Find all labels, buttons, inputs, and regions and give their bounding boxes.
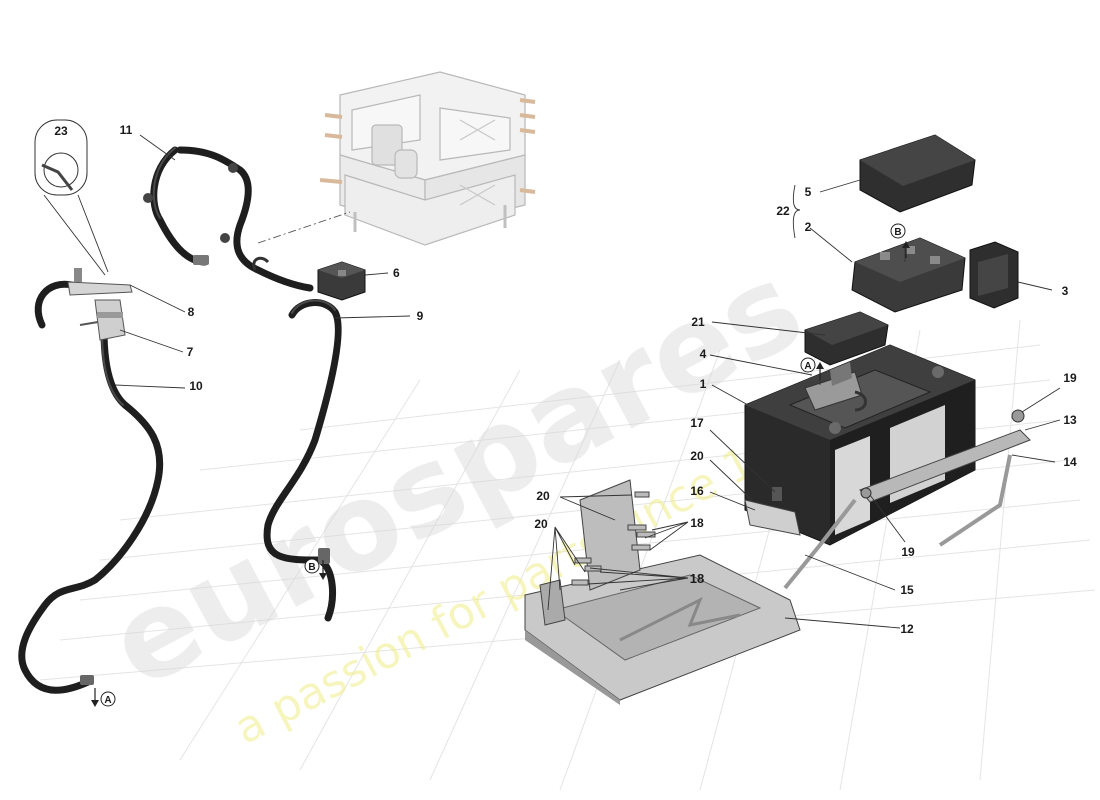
relay-box-6: [317, 261, 366, 301]
bracket-7: [79, 299, 126, 341]
callout-17: 17: [690, 416, 704, 430]
callout-7: 7: [187, 345, 194, 359]
callout-23: 23: [54, 124, 68, 138]
callout-20-right: 20: [690, 449, 704, 463]
callout-12: 12: [900, 622, 914, 636]
rod-15: [783, 498, 857, 590]
cover-5: [859, 134, 976, 213]
callout-16: 16: [690, 484, 704, 498]
ref-marker-a-battery: A: [800, 357, 824, 380]
callout-labels: 1 2 3 4 5 6 7 8 9 10 11 12 13 14 15 16 1…: [54, 123, 1077, 636]
detail-23: [34, 119, 109, 276]
callout-22: 22: [776, 204, 790, 218]
module-3: [969, 241, 1019, 309]
inverter-assembly: [319, 71, 536, 246]
ref-marker-b-cable: B: [304, 558, 327, 580]
callout-4: 4: [700, 347, 707, 361]
callout-10: 10: [189, 379, 203, 393]
cover-21: [804, 311, 889, 366]
holddown-bar-13: [859, 409, 1031, 503]
fusebox-2: [851, 237, 966, 313]
clamp-8: [34, 268, 133, 329]
svg-text:A: A: [104, 695, 111, 706]
callout-8: 8: [188, 305, 195, 319]
callout-11: 11: [120, 123, 133, 137]
callout-21: 21: [691, 315, 705, 329]
callout-18-lower: 18: [690, 571, 704, 586]
callout-3: 3: [1062, 284, 1069, 298]
bracket-16: [744, 487, 801, 536]
callout-19-upper: 19: [1063, 371, 1077, 385]
watermark: eurospares a passion for parts since 198…: [88, 237, 837, 755]
callout-18-upper: 18: [690, 516, 704, 530]
callout-9: 9: [417, 309, 424, 323]
callout-13: 13: [1063, 413, 1077, 427]
svg-text:B: B: [894, 227, 901, 238]
svg-text:A: A: [804, 361, 811, 372]
ref-marker-a-bottom: A: [91, 688, 116, 707]
callout-6: 6: [393, 266, 400, 280]
ref-marker-b-fusebox: B: [890, 223, 910, 258]
rod-14: [938, 454, 1012, 547]
tray-12: [524, 479, 801, 705]
callout-14: 14: [1063, 455, 1077, 469]
callout-2: 2: [805, 220, 812, 234]
callout-5: 5: [805, 185, 812, 199]
connection-line: [257, 211, 351, 244]
callout-20-upper: 20: [536, 489, 550, 503]
harness-9: [263, 299, 342, 622]
terminal-4: [804, 362, 867, 412]
callout-15: 15: [900, 583, 914, 597]
callout-20-lower: 20: [534, 517, 548, 531]
callout-19-lower: 19: [901, 545, 915, 559]
leader-lines: [114, 134, 1061, 629]
svg-text:B: B: [308, 562, 315, 573]
callout-1: 1: [700, 377, 707, 391]
harness-11: [143, 146, 314, 292]
